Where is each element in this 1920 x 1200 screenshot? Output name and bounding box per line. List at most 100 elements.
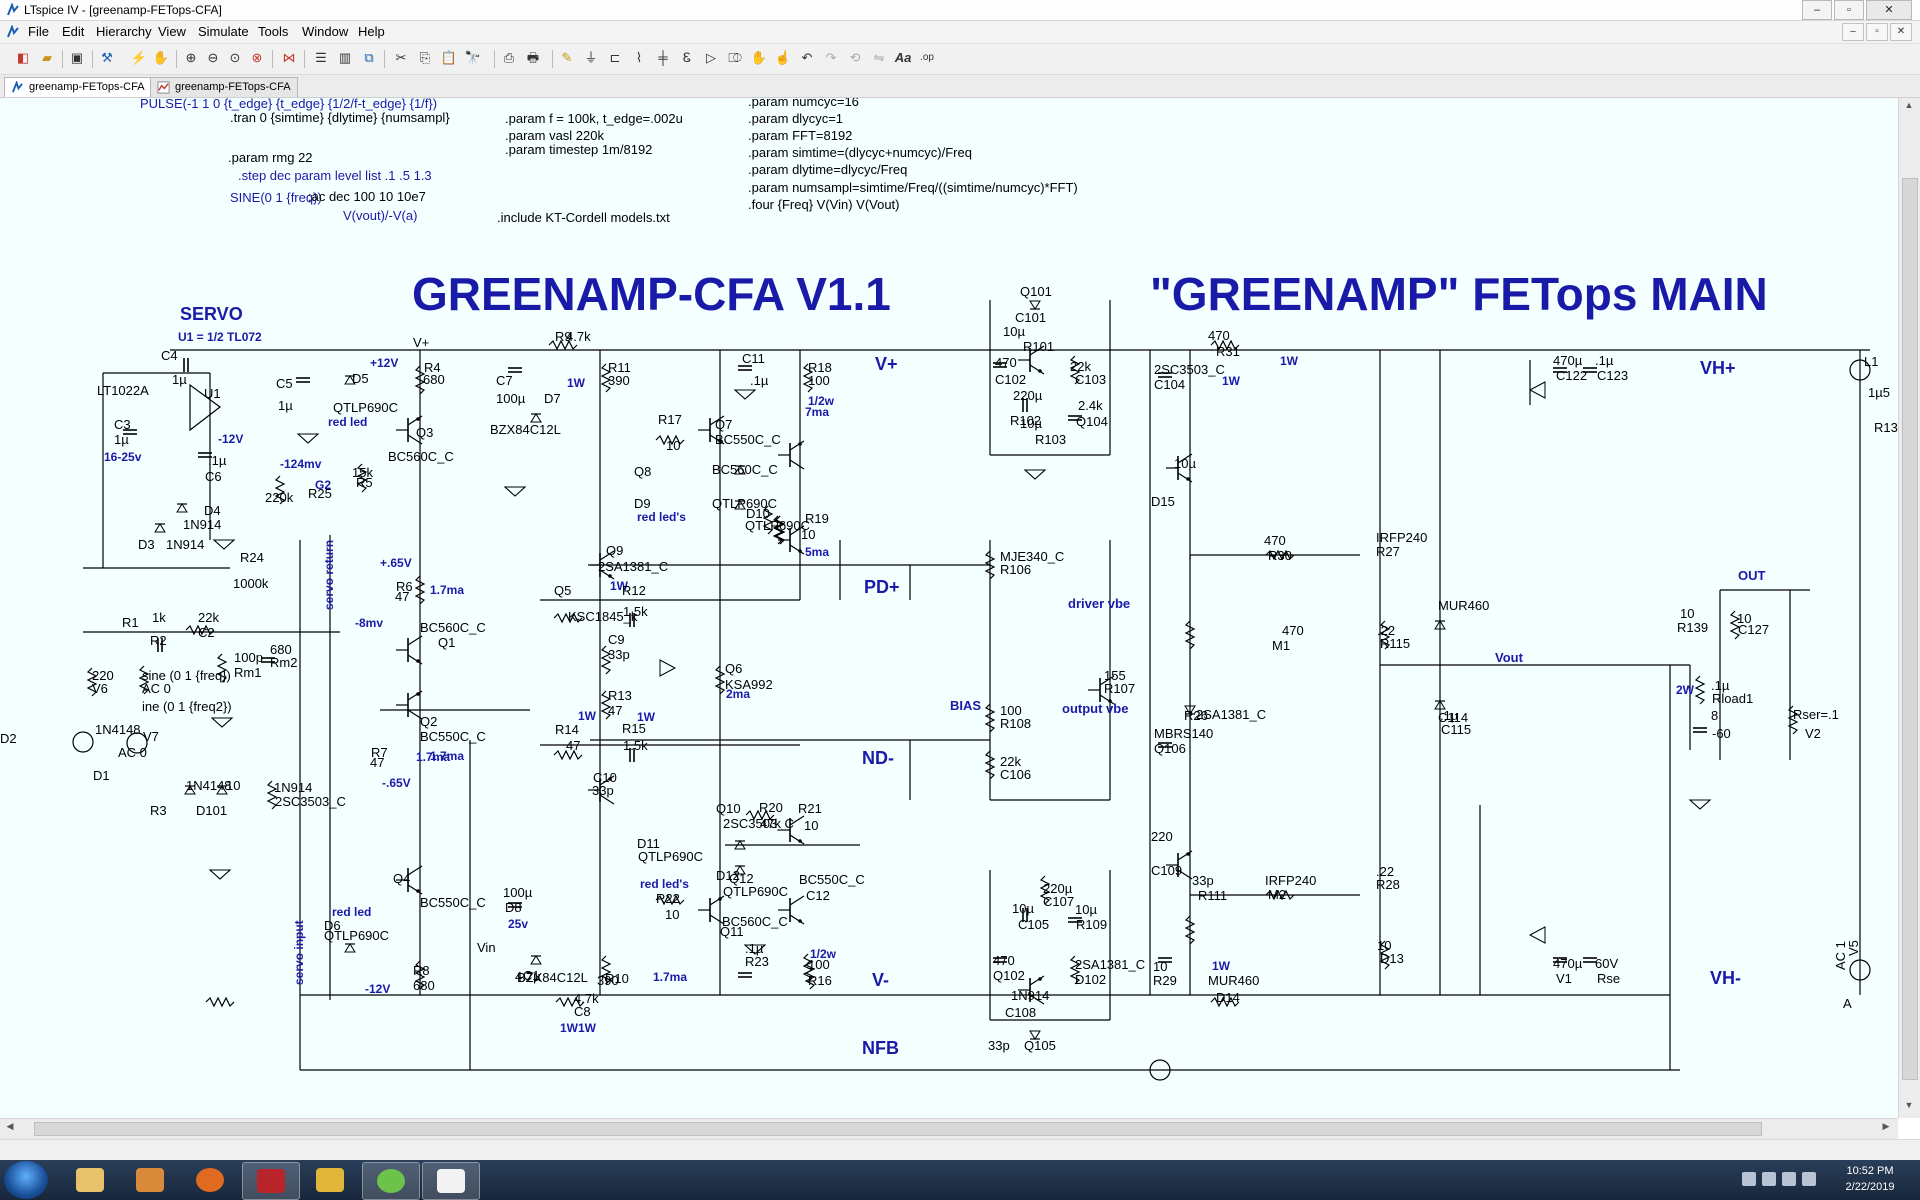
taskbar-firefox[interactable] [182, 1162, 238, 1198]
tab-label: greenamp-FETops-CFA [29, 81, 145, 93]
taskbar-app5[interactable] [302, 1162, 358, 1198]
component-label: Q2 [420, 714, 437, 729]
horizontal-scrollbar[interactable]: ◀ ▶ [0, 1118, 1898, 1139]
taskbar-ltspice[interactable] [242, 1162, 300, 1200]
zoom-in-icon[interactable]: ⊕ [185, 50, 197, 65]
taskbar-app7[interactable] [422, 1162, 480, 1200]
copy-icon[interactable]: ⎘ [419, 50, 431, 65]
text-icon[interactable]: Aa [894, 50, 912, 65]
print-setup-icon[interactable]: 🖶 [526, 50, 540, 65]
rotate-icon[interactable]: ⟲ [849, 50, 861, 65]
component-label: D9 [634, 496, 651, 511]
redo-icon[interactable]: ↷ [825, 50, 837, 65]
component-label: D15 [1151, 494, 1175, 509]
menu-tools[interactable]: Tools [258, 24, 289, 39]
component-label: D6 [324, 918, 341, 933]
spice-directive: ;ac dec 100 10 10e7 [308, 189, 426, 204]
resistor-symbol [774, 515, 786, 545]
component-label: Q104 [1076, 414, 1108, 429]
wire-icon[interactable]: ✎ [561, 50, 573, 65]
cascade-icon[interactable]: ⧉ [364, 50, 374, 65]
menu-help[interactable]: Help [358, 24, 385, 39]
taskbar-clock[interactable]: 10:52 PM 2/22/2019 [1830, 1163, 1910, 1195]
minimize-button[interactable]: – [1802, 0, 1832, 20]
schematic-drawing[interactable]: PULSE(-1 1 0 {t_edge} {t_edge} {1/2/f-t_… [0, 98, 1898, 1118]
cut-icon[interactable]: ✂ [395, 50, 407, 65]
horizontal-scroll-thumb[interactable] [34, 1122, 1762, 1136]
component-label: R6 [396, 579, 413, 594]
move-icon[interactable]: ✋ [750, 50, 768, 65]
component-label: R10 [605, 971, 629, 986]
component-label: R29 [1153, 973, 1177, 988]
zoom-cancel-icon[interactable]: ⊗ [251, 50, 263, 65]
annotation-label: 1.7ma [653, 970, 687, 984]
control-panel-icon[interactable]: ⚒ [101, 50, 113, 65]
menu-window[interactable]: Window [302, 24, 349, 39]
transistor-arrow [1038, 369, 1042, 373]
resistor-icon[interactable]: ⌇ [635, 50, 643, 65]
schematic-canvas[interactable]: PULSE(-1 1 0 {t_edge} {t_edge} {1/2/f-t_… [0, 98, 1898, 1118]
run-icon[interactable]: ⚡ [130, 50, 148, 65]
maximize-button[interactable]: ▫ [1834, 0, 1864, 20]
zoom-out-icon[interactable]: ⊖ [207, 50, 219, 65]
component-label: C104 [1154, 377, 1185, 392]
capacitor-icon[interactable]: ╪ [658, 50, 668, 65]
flag-icon [659, 659, 677, 677]
menu-file[interactable]: File [28, 24, 49, 39]
tab-waveform[interactable]: greenamp-FETops-CFA [150, 77, 298, 97]
start-button[interactable] [4, 1161, 48, 1199]
tab-schematic[interactable]: greenamp-FETops-CFA [4, 77, 152, 97]
component-label: R13 [608, 688, 632, 703]
component-label: R25 [308, 486, 332, 501]
resistor-symbol [1069, 955, 1081, 985]
component-label: 1N4148 [186, 778, 232, 793]
vertical-scroll-thumb[interactable] [1902, 178, 1918, 1080]
menu-edit[interactable]: Edit [62, 24, 85, 39]
tile-vertical-icon[interactable]: ▥ [338, 50, 352, 65]
menu-hierarchy[interactable]: Hierarchy [96, 24, 152, 39]
transistor-collector [407, 415, 423, 426]
print-icon[interactable]: ⎙ [503, 50, 515, 65]
mdi-minimize-button[interactable]: – [1842, 23, 1864, 41]
menu-view[interactable]: View [158, 24, 186, 39]
save-icon[interactable]: ▣ [70, 50, 84, 65]
diode-icon[interactable]: ▷ [706, 50, 716, 65]
close-button[interactable]: ✕ [1866, 0, 1912, 20]
mdi-close-button[interactable]: ✕ [1890, 23, 1912, 41]
scroll-right-arrow[interactable]: ▶ [1882, 1121, 1890, 1131]
tray-network-icon[interactable] [1782, 1172, 1796, 1186]
ground-icon[interactable]: ⏚ [584, 50, 598, 65]
document-icon[interactable] [6, 25, 20, 39]
tray-app-icon[interactable] [1742, 1172, 1756, 1186]
taskbar-explorer[interactable] [62, 1162, 118, 1198]
resistor-symbol [600, 690, 612, 720]
taskbar-paint[interactable] [122, 1162, 178, 1198]
taskbar-app6[interactable] [362, 1162, 420, 1200]
find-icon[interactable]: 🔭 [464, 50, 482, 65]
scroll-up-arrow[interactable]: ▲ [1904, 100, 1914, 110]
mirror-icon[interactable]: ⇋ [873, 50, 885, 65]
drag-icon[interactable]: ☝ [774, 50, 792, 65]
spice-directive-icon[interactable]: .op [920, 52, 934, 63]
scroll-left-arrow[interactable]: ◀ [6, 1121, 14, 1131]
resistor-symbol [1210, 996, 1240, 1008]
label-icon[interactable]: ⊏ [609, 50, 621, 65]
zoom-fit-icon[interactable]: ⊙ [229, 50, 241, 65]
new-schematic-icon[interactable]: ◧ [16, 50, 30, 65]
autorange-icon[interactable]: ⋈ [282, 50, 296, 65]
paste-icon[interactable]: 📋 [440, 50, 458, 65]
halt-icon[interactable]: ✋ [152, 50, 170, 65]
tray-volume-icon[interactable] [1802, 1172, 1816, 1186]
tile-horizontal-icon[interactable]: ☰ [315, 50, 327, 65]
annotation-label: NFB [862, 1038, 899, 1058]
inductor-icon[interactable]: Ꮛ [682, 50, 692, 65]
scroll-down-arrow[interactable]: ▼ [1904, 1100, 1914, 1110]
component-icon[interactable]: ⎄ [728, 50, 742, 65]
diode-symbol [216, 785, 228, 795]
undo-icon[interactable]: ↶ [801, 50, 813, 65]
mdi-restore-button[interactable]: ▫ [1866, 23, 1888, 41]
vertical-scrollbar[interactable]: ▲ ▼ [1898, 98, 1920, 1118]
menu-simulate[interactable]: Simulate [198, 24, 249, 39]
tray-flag-icon[interactable] [1762, 1172, 1776, 1186]
open-icon[interactable]: ▰ [42, 50, 52, 65]
